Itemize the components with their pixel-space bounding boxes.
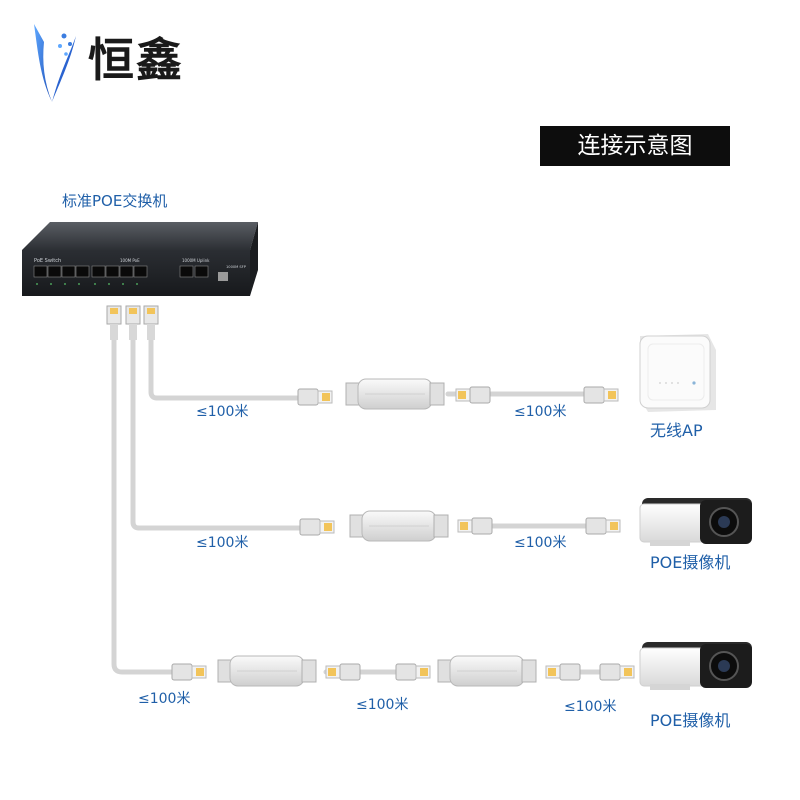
cable-row1-a	[148, 335, 305, 401]
switch-port	[75, 265, 90, 278]
rj45-plug-connector	[545, 663, 581, 681]
poe-switch: PoE Switch 100M PoE 1000M Uplink 1000M S…	[22, 222, 258, 296]
cable-row2-a	[130, 335, 309, 531]
device-label-camera-2: POE摄像机	[650, 711, 731, 730]
brand-logo	[34, 24, 76, 102]
switch-port	[91, 265, 106, 278]
switch-port	[119, 265, 134, 278]
poe-extender	[349, 510, 449, 542]
row2-hardware	[299, 510, 621, 542]
rj45-plug-connector	[457, 517, 493, 535]
rj45-plug-connector	[585, 517, 621, 535]
switch-sfp-label: 1000M SFP	[226, 265, 247, 269]
rj45-plug-connector	[299, 518, 335, 536]
switch-port	[133, 265, 148, 278]
switch-sfp-port	[218, 272, 228, 281]
rj45-plug-connector	[325, 663, 361, 681]
switch-port	[33, 265, 48, 278]
bullet-camera-icon	[639, 498, 752, 546]
row1-hardware	[297, 378, 619, 410]
rj45-plug-connector	[125, 305, 141, 340]
distance-label: ≤100米	[356, 697, 409, 713]
switch-port	[47, 265, 62, 278]
rj45-plug-connector	[171, 663, 207, 681]
distance-label: ≤100米	[196, 535, 249, 551]
poe-extender	[437, 655, 537, 687]
device-label-ap: 无线AP	[650, 421, 703, 440]
switch-port	[61, 265, 76, 278]
distance-label: ≤100米	[514, 535, 567, 551]
switch-uplink-label: 1000M Uplink	[182, 258, 210, 263]
wireless-ap-icon	[639, 334, 716, 412]
switch-caption: 标准POE交换机	[62, 192, 168, 210]
switch-poe-label: 100M PoE	[120, 258, 140, 263]
switch-uplink-port	[194, 265, 209, 278]
poe-extender	[345, 378, 445, 410]
rj45-plug-connector	[106, 305, 122, 340]
diagram-title: 连接示意图	[540, 126, 730, 166]
rj45-plug-connector	[583, 386, 619, 404]
brand-name: 恒鑫	[88, 33, 184, 87]
distance-label: ≤100米	[514, 404, 567, 420]
rj45-plug-connector	[395, 663, 431, 681]
rj45-plug-connector	[143, 305, 159, 340]
distance-label: ≤100米	[196, 404, 249, 420]
switch-ports	[33, 265, 228, 281]
cable-row3-a	[111, 335, 181, 675]
switch-panel-label: PoE Switch	[34, 258, 61, 264]
rj45-plug-connector	[599, 663, 635, 681]
switch-plugs	[106, 305, 159, 340]
rj45-plug-connector	[297, 388, 333, 406]
row3-hardware	[171, 655, 635, 687]
rj45-plug-connector	[455, 386, 491, 404]
poe-extender	[217, 655, 317, 687]
switch-uplink-port	[179, 265, 194, 278]
distance-label: ≤100米	[564, 699, 617, 715]
bullet-camera-icon	[639, 642, 752, 690]
distance-label: ≤100米	[138, 691, 191, 707]
switch-port	[105, 265, 120, 278]
device-label-camera-1: POE摄像机	[650, 553, 731, 572]
